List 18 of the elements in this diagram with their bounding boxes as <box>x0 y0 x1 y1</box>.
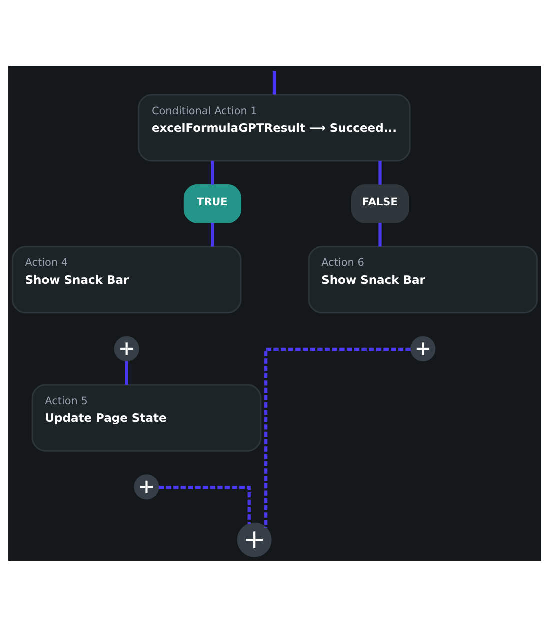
connector <box>158 486 251 524</box>
node-box: Action 5 Update Page State <box>32 384 262 452</box>
connector <box>211 223 214 247</box>
connector <box>378 161 382 185</box>
connector <box>272 71 276 95</box>
node-box: Conditional Action 1 excelFormulaGPTResult ⟶ Succeed... <box>138 94 411 162</box>
node-circle <box>114 336 140 362</box>
node-circle <box>410 336 436 362</box>
connector <box>211 161 214 185</box>
node-box: Action 6 Show Snack Bar <box>308 246 538 314</box>
connector <box>264 348 411 528</box>
node-circle <box>237 522 272 558</box>
node-box: Action 4 Show Snack Bar <box>12 246 242 314</box>
node-circle <box>134 474 160 500</box>
connector <box>125 361 128 386</box>
node-box: TRUE <box>184 184 242 224</box>
node-box: FALSE <box>351 184 410 224</box>
connector <box>378 223 382 247</box>
